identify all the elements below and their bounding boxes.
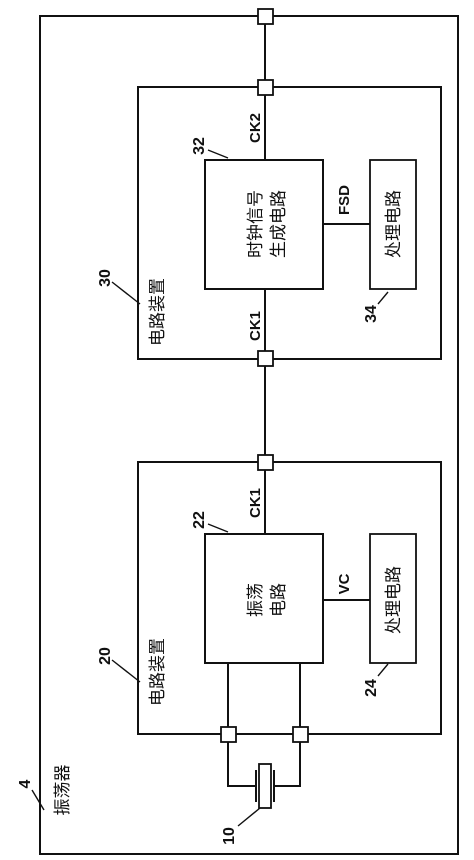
circuit-device-20 bbox=[137, 461, 442, 735]
processing-34-ref-leader bbox=[377, 291, 389, 305]
signal-fsd-label: FSD bbox=[336, 185, 353, 215]
signal-vc-label: VC bbox=[336, 573, 353, 594]
processing-34-ref: 34 bbox=[363, 305, 380, 323]
signal-ck1-in-label: CK1 bbox=[247, 311, 264, 341]
processing-circuit-24 bbox=[369, 533, 417, 664]
clock-gen-ref: 32 bbox=[191, 137, 208, 155]
processing-24-label: 处理电路 bbox=[384, 566, 404, 634]
signal-ck1-out-label: CK1 bbox=[247, 488, 264, 518]
ck1-out-terminal bbox=[257, 454, 274, 471]
resonator-ref-leader bbox=[237, 807, 261, 827]
resonator-terminal-right bbox=[292, 726, 309, 743]
clock-gen-label-line1: 时钟信号 bbox=[246, 190, 266, 258]
osc-circuit-ref-leader bbox=[207, 523, 229, 533]
processing-circuit-34 bbox=[369, 159, 417, 290]
device-20-label: 电路装置 bbox=[148, 638, 168, 706]
device-30-ref: 30 bbox=[97, 269, 114, 287]
oscillation-circuit bbox=[204, 533, 324, 664]
processing-24-ref-leader bbox=[377, 663, 389, 677]
device-30-ref-leader bbox=[111, 281, 141, 305]
resonator-lead-right bbox=[274, 742, 301, 787]
resonator-ref: 10 bbox=[221, 827, 238, 845]
clock-gen-ref-leader bbox=[207, 149, 229, 159]
clock-gen-label-line2: 生成电路 bbox=[269, 190, 289, 258]
osc-circuit-ref: 22 bbox=[191, 511, 208, 529]
ck2-terminal bbox=[257, 79, 274, 96]
output-terminal bbox=[257, 8, 274, 25]
ck1-in-terminal bbox=[257, 350, 274, 367]
processing-34-label: 处理电路 bbox=[384, 190, 404, 258]
device-30-label: 电路装置 bbox=[148, 278, 168, 346]
oscillator-ref-leader bbox=[31, 789, 45, 811]
oscillator-ref: 4 bbox=[17, 779, 34, 788]
oscillator-label: 振荡器 bbox=[53, 765, 73, 816]
circuit-device-30 bbox=[137, 86, 442, 360]
signal-ck2-label: CK2 bbox=[247, 113, 264, 143]
device-20-ref: 20 bbox=[97, 647, 114, 665]
resonator-crystal bbox=[258, 763, 272, 809]
processing-24-ref: 24 bbox=[363, 679, 380, 697]
oscillator-frame bbox=[39, 15, 459, 855]
resonator-terminal-left bbox=[220, 726, 237, 743]
device-20-ref-leader bbox=[111, 659, 141, 683]
osc-circuit-label-line1: 振荡 bbox=[246, 583, 266, 617]
osc-circuit-label-line2: 电路 bbox=[269, 583, 289, 617]
resonator-lead-left bbox=[227, 742, 256, 787]
